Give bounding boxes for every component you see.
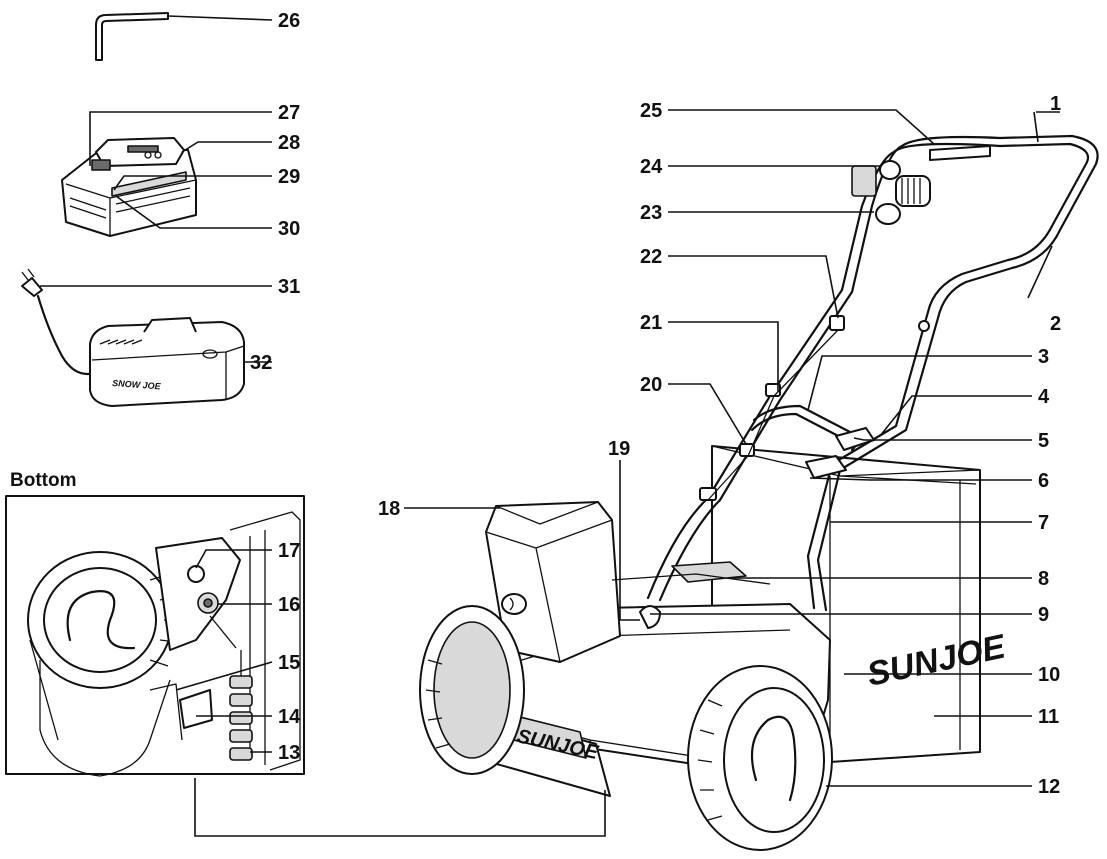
callout-14: 14 <box>278 706 301 728</box>
callout-16: 16 <box>278 594 300 616</box>
part-number-callouts: 1 2 3 4 5 6 7 8 9 10 11 12 13 14 15 16 1… <box>250 10 1061 798</box>
battery-pack-illustration <box>61 137 197 237</box>
callout-2: 2 <box>1050 313 1061 335</box>
battery-charger-illustration <box>21 268 245 407</box>
bottom-view-heading: Bottom <box>10 470 76 491</box>
callout-18: 18 <box>378 498 400 520</box>
callout-12: 12 <box>1038 776 1060 798</box>
callout-28: 28 <box>278 132 300 154</box>
callout-25: 25 <box>640 100 662 122</box>
callout-1: 1 <box>1050 93 1061 115</box>
charger-wordmark: SNOW JOE <box>112 378 162 391</box>
allen-key-illustration <box>95 12 169 61</box>
callout-4: 4 <box>1038 386 1050 408</box>
callout-24: 24 <box>640 156 663 178</box>
callout-8: 8 <box>1038 568 1049 590</box>
callout-13: 13 <box>278 742 300 764</box>
callout-11: 11 <box>1038 706 1059 728</box>
callout-32: 32 <box>250 352 272 374</box>
callout-17: 17 <box>278 540 300 562</box>
dethatcher-main-illustration <box>419 134 1099 851</box>
callout-10: 10 <box>1038 664 1060 686</box>
leader-lines <box>40 15 1060 787</box>
callout-5: 5 <box>1038 430 1049 452</box>
callout-22: 22 <box>640 246 662 268</box>
callout-7: 7 <box>1038 512 1049 534</box>
callout-30: 30 <box>278 218 300 240</box>
callout-29: 29 <box>278 166 300 188</box>
callout-26: 26 <box>278 10 300 32</box>
bottom-view-connector <box>194 778 606 837</box>
callout-15: 15 <box>278 652 300 674</box>
callout-23: 23 <box>640 202 662 224</box>
callout-31: 31 <box>278 276 300 298</box>
callout-9: 9 <box>1038 604 1049 626</box>
callout-27: 27 <box>278 102 300 124</box>
callout-6: 6 <box>1038 470 1049 492</box>
bottom-view-detail <box>5 495 305 777</box>
callout-21: 21 <box>640 312 662 334</box>
callout-20: 20 <box>640 374 662 396</box>
callout-19: 19 <box>608 438 630 460</box>
callout-3: 3 <box>1038 346 1049 368</box>
